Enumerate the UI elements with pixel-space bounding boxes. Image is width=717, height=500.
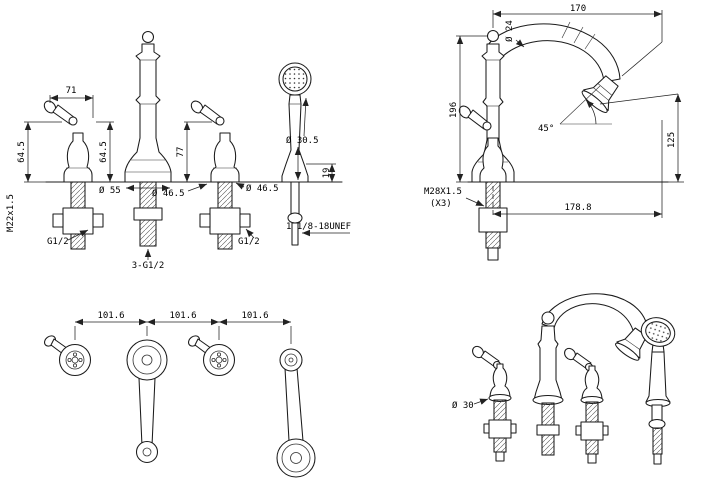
thread-g12-right-label: G1/2 (238, 237, 260, 247)
handle-body (479, 137, 507, 183)
dim-64-5-left-label: 64.5 (17, 141, 27, 163)
dim-71-label: 71 (66, 86, 77, 96)
dia-30-label: Ø 30 (452, 400, 474, 411)
handshower-head (276, 438, 316, 478)
lever-collar (482, 121, 492, 131)
dia-30-5-label: Ø 30.5 (286, 135, 319, 146)
thread-left-label: M22x1.5 (6, 194, 16, 232)
spout-finial (541, 311, 555, 325)
spray-face (282, 66, 308, 92)
spout-iso (532, 293, 649, 456)
lever-collar (68, 116, 78, 126)
valve-tail (70, 233, 86, 250)
handshower-base (279, 348, 303, 372)
valve-port-right (92, 213, 104, 228)
spout-arc (541, 293, 649, 335)
hose-tube (651, 404, 663, 422)
hose-end (653, 453, 662, 465)
front-view: 71 64.5 M22x1.5 64.5 Ø 55 77 Ø 46.5 Ø 46… (6, 30, 351, 271)
dim-101-6-label-2: 101.6 (169, 311, 196, 321)
thread-m28-qty-label: (X3) (430, 199, 452, 209)
dia-46-5-label-2: Ø 46.5 (246, 183, 279, 194)
side-view: 170 Ø 24 196 125 45° M28X1.5 (X3) 178.8 (424, 4, 684, 261)
spout-tail (139, 219, 157, 247)
spout-column (124, 43, 172, 183)
dim-101-6-label-3: 101.6 (241, 311, 268, 321)
iso-view: Ø 30 (452, 293, 676, 465)
handle-shank (70, 181, 86, 209)
spout-arm (138, 377, 156, 447)
dia-46-5-label-1: Ø 46.5 (152, 188, 185, 199)
dim-125-label: 125 (667, 132, 677, 148)
spout-finial (486, 29, 500, 43)
thread-3g12-label: 3-G1/2 (132, 261, 165, 271)
spout-tip (135, 440, 159, 464)
handshower-front (278, 62, 312, 246)
handle-left-front (43, 100, 104, 250)
spout-nut (133, 207, 163, 221)
thread-unef-label: 1 1/8-18UNEF (286, 222, 351, 232)
dim-170-label: 170 (570, 4, 586, 14)
dim-196-label: 196 (449, 102, 459, 118)
spout-finial (141, 30, 155, 44)
spout-column (533, 325, 563, 401)
spout-plan (126, 339, 168, 464)
dim-64-5-mid-label: 64.5 (99, 141, 109, 163)
hose-tube (290, 181, 300, 215)
spout-shank (541, 402, 555, 426)
angle-45-label: 45° (538, 124, 554, 134)
thread-g12-left-label: G1/2 (47, 237, 69, 247)
valve-end (487, 247, 499, 261)
hose-tail (291, 222, 299, 246)
spray-face (645, 321, 671, 343)
side-dimensions: 170 Ø 24 196 125 45° M28X1.5 (X3) 178.8 (424, 4, 684, 218)
side-below-deck (478, 181, 508, 261)
handshower-grip (645, 351, 671, 403)
handle-right-iso (561, 345, 609, 464)
plan-view: 101.6 101.6 101.6 (41, 311, 316, 478)
dim-178-8-label: 178.8 (564, 203, 591, 213)
iso-dimensions: Ø 30 (452, 398, 489, 411)
valve-body (62, 207, 94, 235)
spout-side (471, 21, 621, 183)
spout-front (124, 30, 172, 247)
dia-55-label: Ø 55 (99, 185, 121, 196)
handshower-iso (640, 317, 676, 465)
spout-outlet-bell (615, 327, 648, 361)
handshower-plan (276, 348, 316, 478)
handshower-grip (284, 367, 304, 442)
handle-right-front (188, 98, 251, 250)
thread-m28-label: M28X1.5 (424, 187, 462, 197)
hose-tail (652, 427, 663, 455)
handle-body (63, 132, 93, 183)
valve-port-left (52, 213, 64, 228)
handle-right-plan (185, 333, 236, 377)
front-dimensions: 71 64.5 M22x1.5 64.5 Ø 55 77 Ø 46.5 Ø 46… (6, 86, 351, 271)
spout-nut (536, 424, 560, 436)
handle-left-plan (41, 333, 92, 377)
spout-arc (486, 23, 621, 83)
dim-77-label: 77 (176, 147, 186, 158)
handle-side (458, 105, 507, 183)
dim-19-label: 19 (322, 168, 332, 179)
valve-tail (485, 231, 501, 249)
spout-outlet-bell (581, 75, 619, 113)
spout-tail (541, 434, 555, 456)
plan-dimensions: 101.6 101.6 101.6 (74, 311, 292, 344)
hose-connector (648, 418, 666, 430)
dim-101-6-label-1: 101.6 (97, 311, 124, 321)
dia-24-label: Ø 24 (504, 20, 515, 42)
